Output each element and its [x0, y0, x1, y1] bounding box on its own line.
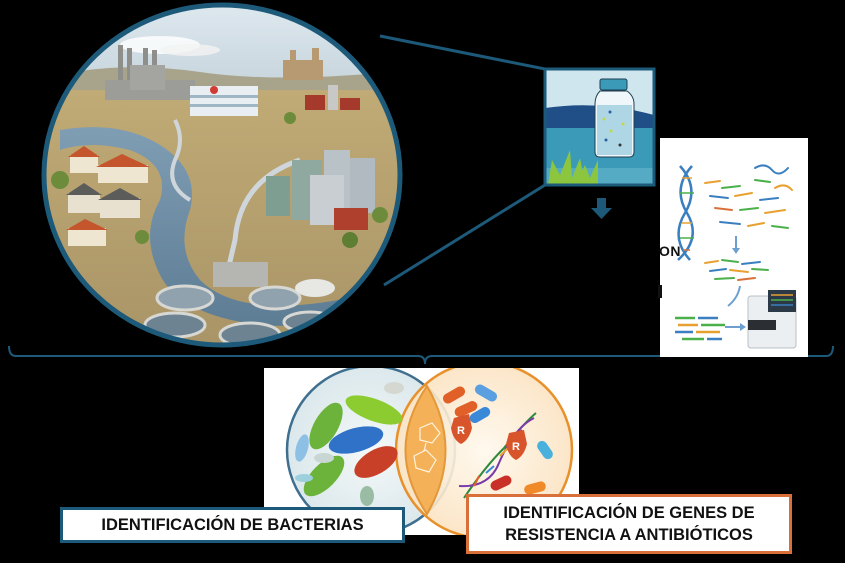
- dna-sequencing-illustration: [675, 164, 797, 349]
- dna-helix-icon: [677, 165, 695, 261]
- dna-sequencing-panel: [660, 138, 808, 357]
- grass-icon: [548, 150, 598, 185]
- arrow-down-icon: [591, 198, 612, 219]
- treatment-plant-icon: [143, 262, 338, 345]
- sequencer-machine-icon: [747, 290, 797, 349]
- water-sample-box: [543, 67, 656, 187]
- bacteria-icon: [295, 382, 404, 519]
- molecule-icon: [413, 422, 441, 473]
- sample-vial-icon: [594, 78, 635, 158]
- partial-label-text: ON: [659, 243, 681, 259]
- short-reads-icon: [704, 259, 769, 281]
- genes-label-line2: RESISTENCIA A ANTIBIÓTICOS: [505, 526, 753, 544]
- hospital-icon: [190, 86, 258, 116]
- dna-fragments-icon: [704, 164, 793, 229]
- bacteria-identification-label: IDENTIFICACIÓN DE BACTERIAS: [60, 507, 405, 543]
- resistance-shield-icon: R: [451, 414, 472, 444]
- bacteria-resistance-venn: R R: [285, 368, 574, 535]
- resistance-shield-icon: R: [506, 430, 527, 460]
- partial-label-fragment: [658, 285, 662, 298]
- svg-text:R: R: [512, 441, 520, 453]
- castle-icon: [283, 48, 323, 80]
- antibiotic-pills-icon: [442, 384, 553, 495]
- factory-icon: [105, 45, 195, 100]
- zoom-connector-top: [379, 34, 546, 71]
- aligned-reads-icon: [675, 316, 725, 341]
- apartment-buildings-icon: [266, 150, 375, 230]
- genes-label-line1: IDENTIFICACIÓN DE GENES DE: [503, 504, 755, 522]
- zoom-connector-bottom: [383, 183, 546, 287]
- grouping-bracket: [8, 345, 834, 365]
- bacteria-label-text: IDENTIFICACIÓN DE BACTERIAS: [101, 515, 364, 534]
- scene-circle-frame: [41, 2, 403, 348]
- svg-text:R: R: [457, 425, 465, 437]
- houses-icon: [66, 146, 150, 246]
- venn-diagram-panel: R R: [264, 368, 579, 535]
- resistance-genes-identification-label: IDENTIFICACIÓN DE GENES DE RESISTENCIA A…: [466, 494, 792, 554]
